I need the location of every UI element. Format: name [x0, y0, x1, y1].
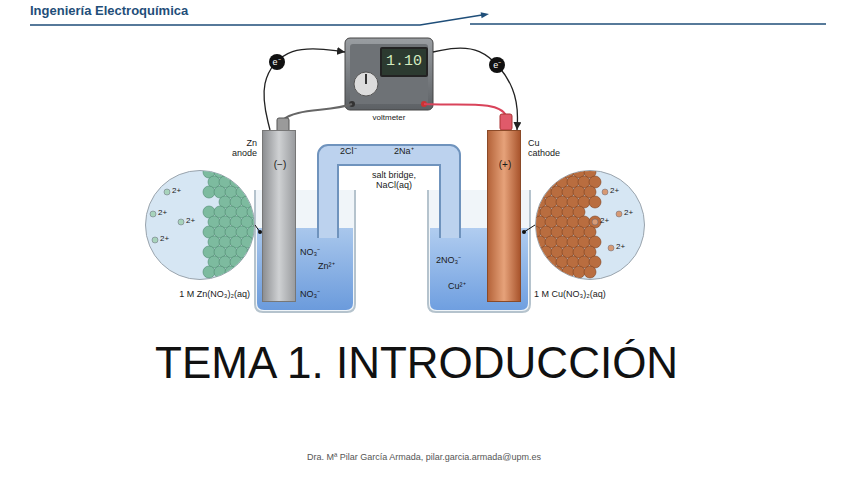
- ion-label: NO₃⁻: [300, 290, 320, 300]
- metal-ion: [150, 211, 156, 217]
- ion-label: 2Na⁺: [394, 147, 414, 157]
- metal-atom: [562, 266, 574, 278]
- polarity-sign: (+): [488, 159, 522, 170]
- device-label: voltmeter: [345, 114, 433, 123]
- zoom-particles: [535, 170, 645, 280]
- ion-charge: 2+: [616, 243, 625, 252]
- metal-ion: [616, 211, 622, 217]
- solution-label: 1 M Zn(NO₃)₂(aq): [160, 290, 250, 300]
- ion-charge: 2+: [158, 209, 167, 218]
- metal-atom: [203, 266, 215, 278]
- metal-ion: [608, 245, 614, 251]
- ion-charge: 2+: [172, 187, 181, 196]
- polarity-sign: (−): [263, 159, 297, 170]
- salt-bridge-tube: [328, 155, 450, 238]
- voltmeter-knob-pointer: [365, 74, 367, 84]
- cathode-beaker: 2NO₃⁻Cu²⁺1 M Cu(NO₃)₂(aq): [428, 190, 530, 312]
- metal-ion: [602, 189, 608, 195]
- author-footer: Dra. Mª Pilar García Armada, pilar.garci…: [0, 452, 848, 462]
- metal-atom: [247, 266, 255, 278]
- metal-atom: [540, 266, 552, 278]
- metal-ion: [178, 219, 184, 225]
- black-wire: [283, 104, 352, 120]
- bridge-label: salt bridge, NaCl(aq): [354, 171, 434, 191]
- course-header: Ingeniería Electroquímica: [30, 4, 188, 19]
- solution-label: 1 M Cu(NO₃)₂(aq): [534, 290, 634, 300]
- metal-ion: [164, 189, 170, 195]
- zoom-circle: 2+ 2+ 2+ 2+: [145, 170, 255, 280]
- metal-atom: [225, 266, 237, 278]
- ion-label: 2Cl⁻: [340, 147, 357, 157]
- electrode-label: Cu cathode: [528, 139, 568, 159]
- voltmeter-display-frame: [380, 47, 428, 77]
- zinc-anode: Zn anode(−): [262, 130, 296, 302]
- electron-flow-arrow: [264, 49, 345, 130]
- ion-charge: 2+: [160, 235, 169, 244]
- metal-atom: [589, 196, 601, 208]
- ion-charge: 2+: [186, 217, 195, 226]
- metal-atom: [551, 266, 563, 278]
- metal-atom: [236, 266, 248, 278]
- voltmeter-body: [345, 38, 433, 110]
- ion-label: NO₃⁻: [300, 248, 320, 258]
- ion-label: 2NO₃⁻: [436, 256, 461, 266]
- salt-bridge: 2Cl⁻ 2Na⁺ salt bridge, NaCl(aq): [318, 143, 470, 203]
- slide-title: TEMA 1. INTRODUCCIÓN: [155, 338, 678, 389]
- voltmeter: 1.10voltmeter: [345, 38, 433, 110]
- header-arrowhead: [481, 12, 489, 18]
- salt-bridge-tube: [328, 155, 450, 238]
- header-rule: [470, 23, 826, 25]
- ion-label: Zn²⁺: [318, 262, 335, 272]
- metal-ion: [152, 237, 158, 243]
- voltmeter-knob: [354, 72, 378, 96]
- ion-label: Cu²⁺: [448, 282, 466, 292]
- ion-charge: 2+: [600, 217, 609, 226]
- metal-atom: [203, 186, 215, 198]
- metal-atom: [573, 266, 585, 278]
- electrode-label: Zn anode: [223, 139, 257, 159]
- zoom-leader-dot: [522, 230, 526, 234]
- copper-cathode: Cu cathode(+): [487, 130, 521, 302]
- voltmeter-face: [350, 44, 428, 104]
- zoom-particles: [145, 170, 255, 280]
- red-probe: [500, 114, 512, 130]
- zoom-circle: 2+ 2+ 2+ 2+: [535, 170, 645, 280]
- electron-flow-arrow: [433, 48, 518, 130]
- anode-beaker: NO₃⁻Zn²⁺NO₃⁻1 M Zn(NO₃)₂(aq): [255, 190, 355, 312]
- voltage-reading: 1.10: [382, 49, 426, 75]
- metal-ion: [592, 219, 598, 225]
- electron-symbol: e⁻: [489, 57, 505, 73]
- red-wire: [424, 104, 506, 116]
- metal-atom: [214, 266, 226, 278]
- ion-charge: 2+: [624, 209, 633, 218]
- ion-charge: 2+: [610, 187, 619, 196]
- metal-atom: [584, 266, 596, 278]
- electron-symbol: e⁻: [269, 54, 285, 70]
